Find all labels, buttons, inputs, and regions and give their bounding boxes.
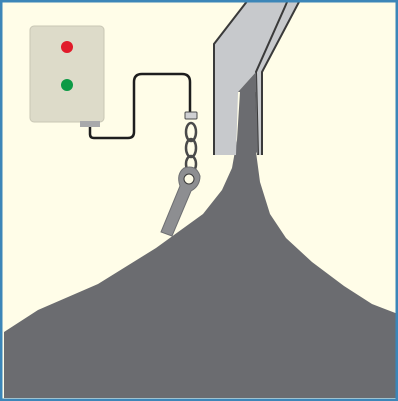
tilt-switch-probe-icon (160, 166, 201, 237)
control-box (29, 25, 105, 123)
chain-clamp (184, 111, 198, 120)
falling-material-stream (238, 72, 258, 155)
red-indicator-light (61, 41, 73, 53)
probe-eye (183, 173, 195, 185)
green-indicator-light (61, 79, 73, 91)
chain-link (184, 121, 198, 143)
suspension-chain (184, 111, 198, 174)
sensor-cable (88, 72, 192, 140)
control-box-cable-gland (80, 121, 100, 127)
material-pile (4, 92, 398, 398)
